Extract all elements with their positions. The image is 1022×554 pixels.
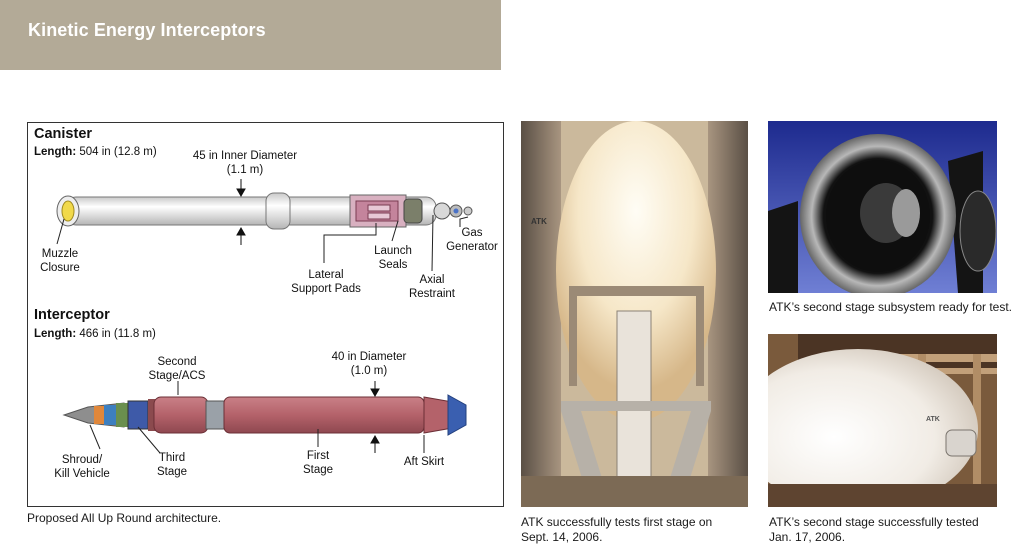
second-stage-acs-label: Second Stage/ACS xyxy=(142,355,212,383)
interceptor-diameter-label: 40 in Diameter (1.0 m) xyxy=(324,350,414,378)
diagram-caption: Proposed All Up Round architecture. xyxy=(27,511,222,525)
diagram-drawing xyxy=(56,179,473,454)
launch-label-line2: Seals xyxy=(378,259,408,271)
third-stage-label: Third Stage xyxy=(150,451,194,479)
first-label-line2: Stage xyxy=(302,464,334,476)
lateral-support-pads-label: Lateral Support Pads xyxy=(286,268,366,296)
muzzle-closure-icon xyxy=(61,200,75,222)
axial-restraint-label: Axial Restraint xyxy=(406,273,458,301)
third-label-line2: Stage xyxy=(156,466,188,478)
first-stage-caption-line2: Sept. 14, 2006. xyxy=(521,530,603,544)
second-test-caption-line1: ATK’s second stage successfully tested xyxy=(769,515,979,529)
header-banner: Kinetic Energy Interceptors xyxy=(0,0,501,70)
first-stage-test-photo: ATK xyxy=(521,121,748,507)
axial-label-line2: Restraint xyxy=(408,288,456,300)
third-label-line1: Third xyxy=(158,452,186,464)
muzzle-label-line2: Closure xyxy=(40,262,80,274)
first-stage-caption-line1: ATK successfully tests first stage on xyxy=(521,515,713,529)
aft-skirt-label: Aft Skirt xyxy=(403,456,445,468)
second-label-line1: Second xyxy=(157,356,197,368)
interceptor-heading: Interceptor xyxy=(34,307,110,323)
canister-diameter-line2: (1.1 m) xyxy=(226,164,264,176)
second-stage-test-caption: ATK’s second stage successfully tested J… xyxy=(769,515,979,545)
canister-heading: Canister xyxy=(34,126,93,142)
second-stage-test-photo: ATK xyxy=(768,334,997,507)
interceptor-length-label: Length: xyxy=(34,328,77,340)
canister-length-value: 504 in (12.8 m) xyxy=(79,146,157,158)
gas-label-line1: Gas xyxy=(461,227,483,239)
lateral-label-line1: Lateral xyxy=(308,269,344,281)
canister-length: Length: 504 in (12.8 m) xyxy=(34,146,157,158)
canister-length-label: Length: xyxy=(34,146,77,158)
muzzle-label-line1: Muzzle xyxy=(41,248,79,260)
second-stage-subsystem-caption: ATK’s second stage subsystem ready for t… xyxy=(769,300,1012,314)
interceptor-length-value: 466 in (11.8 m) xyxy=(79,328,156,340)
gas-label-line2: Generator xyxy=(446,241,498,253)
launch-label-line1: Launch xyxy=(374,245,412,257)
canister-diameter-line1: 45 in Inner Diameter xyxy=(192,150,298,162)
first-label-line1: First xyxy=(306,450,330,462)
muzzle-closure-label: Muzzle Closure xyxy=(36,247,84,275)
second-test-caption-line2: Jan. 17, 2006. xyxy=(769,530,846,544)
canister-leader-lines xyxy=(56,214,469,272)
canister-diameter-label: 45 in Inner Diameter (1.1 m) xyxy=(192,149,298,177)
canister-diameter-arrows xyxy=(236,179,246,245)
interceptor-leader-lines xyxy=(89,381,425,454)
page-title: Kinetic Energy Interceptors xyxy=(28,20,266,40)
interceptor-body xyxy=(62,394,467,436)
interceptor-diameter-line2: (1.0 m) xyxy=(350,365,388,377)
atk-logo-small: ATK xyxy=(926,416,940,423)
interceptor-diameter-line1: 40 in Diameter xyxy=(331,351,407,363)
first-stage-label: First Stage xyxy=(296,449,340,477)
second-label-line2: Stage/ACS xyxy=(148,370,206,382)
canister-tube xyxy=(56,192,473,230)
architecture-diagram: Canister Length: 504 in (12.8 m) 45 in I… xyxy=(27,122,504,507)
gas-generator-label: Gas Generator xyxy=(442,226,502,254)
lateral-label-line2: Support Pads xyxy=(291,283,361,295)
shroud-label-line2: Kill Vehicle xyxy=(54,468,110,480)
launch-seals-label: Launch Seals xyxy=(371,244,415,272)
interceptor-diameter-arrows xyxy=(370,381,380,453)
atk-logo: ATK xyxy=(531,217,547,226)
second-stage-subsystem-photo xyxy=(768,121,997,293)
interceptor-length: Length: 466 in (11.8 m) xyxy=(34,328,156,340)
first-stage-caption: ATK successfully tests first stage on Se… xyxy=(521,515,712,545)
shroud-label-line1: Shroud/ xyxy=(61,454,103,466)
shroud-kill-vehicle-label: Shroud/ Kill Vehicle xyxy=(46,453,118,481)
axial-label-line1: Axial xyxy=(419,274,445,286)
